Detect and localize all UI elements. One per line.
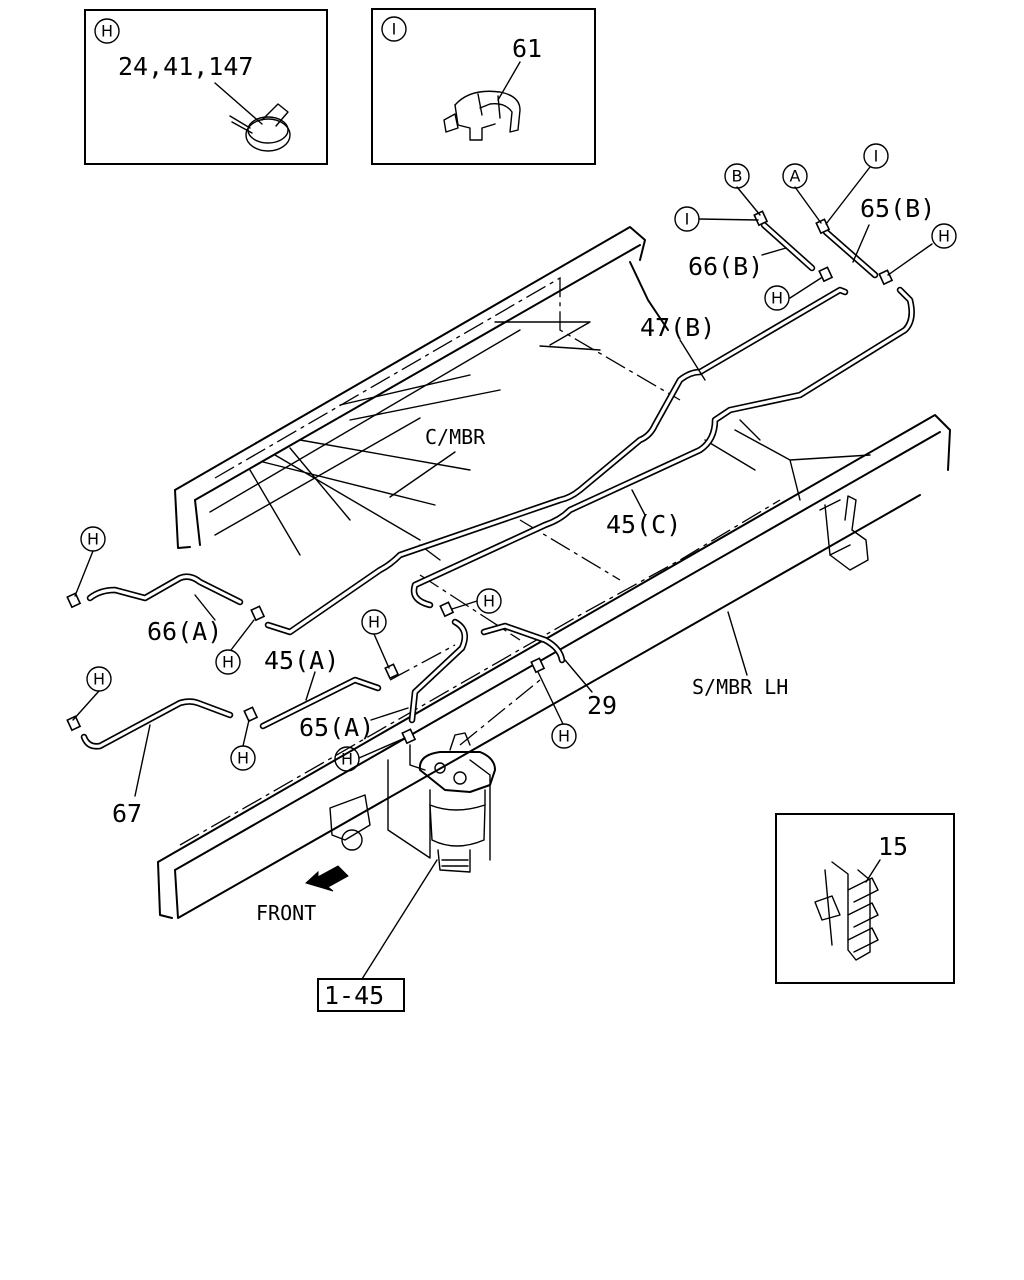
pipe-45c xyxy=(410,286,915,609)
pipe-65b xyxy=(822,228,879,279)
fuel-filter xyxy=(387,732,496,873)
reference-box-label: 1-45 xyxy=(324,981,384,1010)
pipe-clip-icon xyxy=(443,61,521,141)
svg-text:H: H xyxy=(558,727,570,746)
hose-clamp-icon xyxy=(214,82,291,152)
label-47b: 47(B) xyxy=(640,313,715,342)
pipe-66b xyxy=(760,221,816,272)
marker-h-3: H xyxy=(80,526,106,552)
detail-box-h: H 24,41,147 xyxy=(84,9,328,165)
marker-h-4: H xyxy=(215,649,241,675)
label-66b: 66(B) xyxy=(688,252,763,281)
label-29: 29 xyxy=(587,691,617,720)
pipe-65a xyxy=(408,618,469,724)
label-65a: 65(A) xyxy=(299,713,374,742)
svg-text:H: H xyxy=(222,653,234,672)
label-65b: 65(B) xyxy=(860,194,935,223)
marker-h-2: H xyxy=(764,285,790,311)
svg-text:H: H xyxy=(483,592,495,611)
clips xyxy=(66,210,894,745)
pipe-45a xyxy=(259,676,382,730)
marker-h-1: H xyxy=(931,223,957,249)
upper-frame xyxy=(174,226,681,561)
detail-h-part-label: 24,41,147 xyxy=(118,52,253,81)
marker-h-7: H xyxy=(86,666,112,692)
circled-markers: B A I I H H H H xyxy=(80,143,957,772)
svg-text:A: A xyxy=(790,167,801,186)
detail-15-part-label: 15 xyxy=(878,832,908,861)
label-67: 67 xyxy=(112,799,142,828)
pipe-66a xyxy=(86,573,244,606)
label-45a: 45(A) xyxy=(264,646,339,675)
label-s-mbr: S/MBR LH xyxy=(692,675,788,699)
reference-box: 1-45 xyxy=(317,978,405,1012)
marker-a: A xyxy=(782,163,808,189)
marker-h-5: H xyxy=(361,609,387,635)
marker-h-8: H xyxy=(230,745,256,771)
detail-h-marker: H xyxy=(101,22,113,41)
svg-text:H: H xyxy=(341,750,353,769)
svg-text:H: H xyxy=(237,749,249,768)
svg-text:H: H xyxy=(87,530,99,549)
pipe-29 xyxy=(480,622,566,664)
detail-i-part-label: 61 xyxy=(512,34,542,63)
detail-box-15: 15 xyxy=(775,813,955,984)
marker-h-9: H xyxy=(334,746,360,772)
detail-h-marker-circle xyxy=(94,18,120,44)
marker-i-left: I xyxy=(674,206,700,232)
pipe-47b xyxy=(264,286,849,636)
detail-i-marker: I xyxy=(392,20,397,39)
svg-text:B: B xyxy=(732,167,743,186)
label-45c: 45(C) xyxy=(606,510,681,539)
front-arrow-icon xyxy=(305,865,349,892)
marker-b: B xyxy=(724,163,750,189)
marker-h-6: H xyxy=(476,588,502,614)
svg-text:H: H xyxy=(938,227,950,246)
svg-text:H: H xyxy=(93,670,105,689)
leader-lines xyxy=(72,166,933,980)
svg-text:H: H xyxy=(368,613,380,632)
marker-h-10: H xyxy=(551,723,577,749)
svg-text:H: H xyxy=(771,289,783,308)
svg-text:I: I xyxy=(685,210,690,229)
pipes xyxy=(80,221,915,750)
bracket-icon xyxy=(814,859,881,961)
detail-i-marker-circle xyxy=(381,16,407,42)
svg-text:I: I xyxy=(874,147,879,166)
label-front: FRONT xyxy=(256,901,316,925)
marker-i-top: I xyxy=(863,143,889,169)
detail-box-i: I 61 xyxy=(371,8,596,165)
label-c-mbr: C/MBR xyxy=(425,425,486,449)
label-66a: 66(A) xyxy=(147,617,222,646)
part-labels: 47(B) 45(C) 66(B) 65(B) 66(A) 45(A) 65(A… xyxy=(112,194,935,925)
pipe-67 xyxy=(80,698,234,750)
